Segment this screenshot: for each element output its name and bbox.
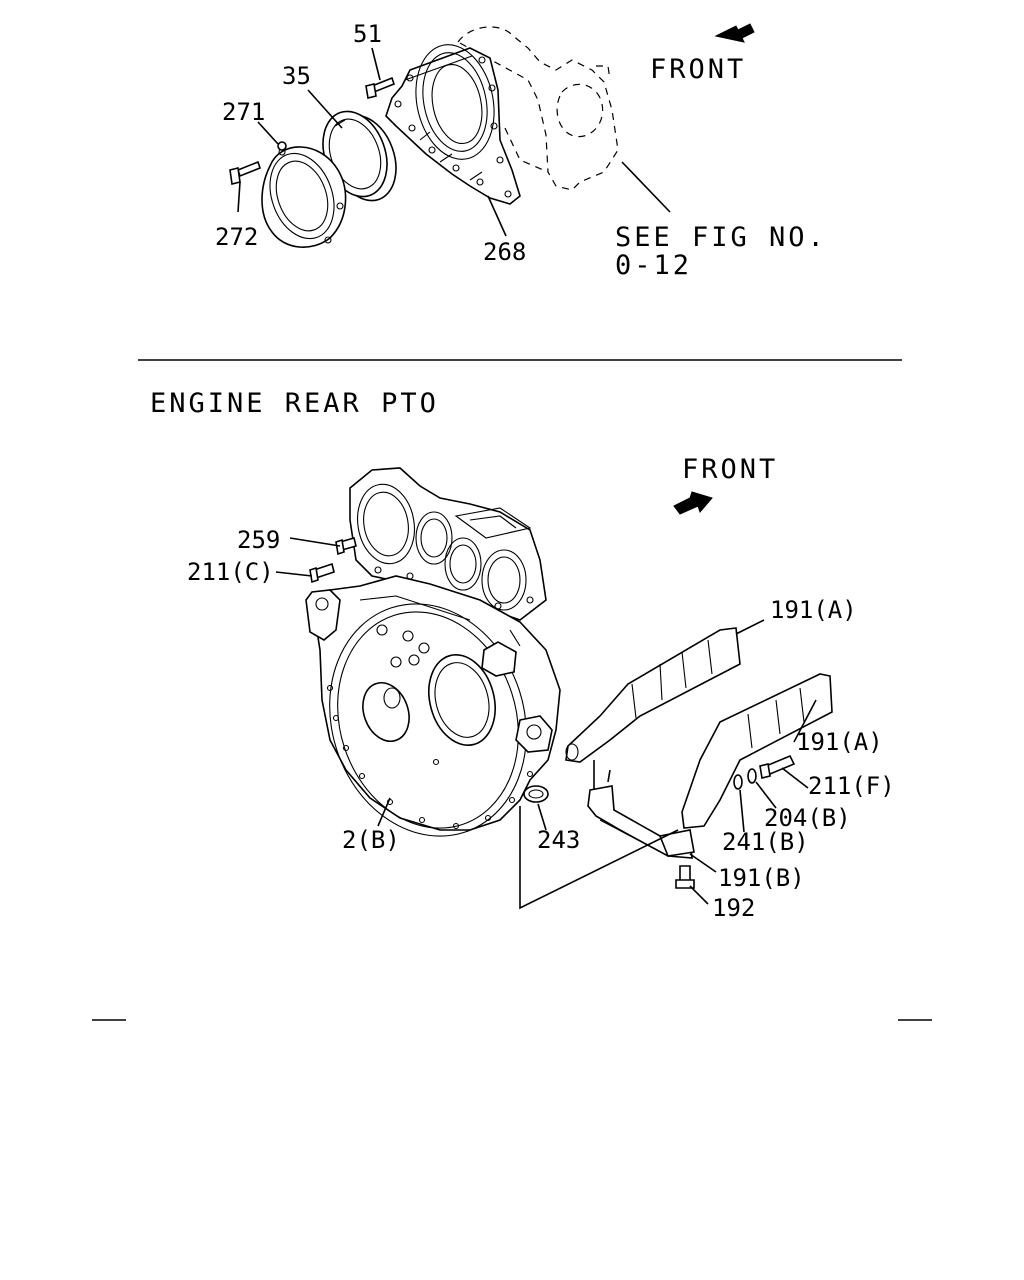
- leader-272: [237, 181, 241, 213]
- seal-243-icon: [523, 785, 549, 803]
- seal-retainer-plate: [385, 44, 521, 205]
- leader-see-fig: [621, 161, 671, 213]
- label-191a-upper: 191(A): [770, 596, 857, 624]
- label-271: 271: [222, 98, 265, 126]
- leader-191a-lower: [793, 699, 817, 743]
- label-243: 243: [537, 826, 580, 854]
- label-191a-lower: 191(A): [796, 728, 883, 756]
- washer-241b-icon: [733, 774, 743, 790]
- label-191b: 191(B): [718, 864, 805, 892]
- bolt-272-icon: [229, 160, 261, 185]
- leader-192: [689, 885, 709, 905]
- leader-241b: [739, 789, 745, 833]
- bolt-211c-icon: [309, 562, 335, 584]
- gear-housing: [349, 467, 547, 621]
- leader-35: [307, 89, 343, 129]
- alignment-lines: [519, 760, 679, 910]
- leader-271: [257, 121, 279, 145]
- flywheel-housing: [305, 575, 561, 837]
- front-label-upper: FRONT: [650, 54, 746, 85]
- label-268: 268: [483, 238, 526, 266]
- leader-204b: [755, 781, 777, 809]
- label-272: 272: [215, 223, 258, 251]
- washer-204b-icon: [747, 768, 757, 784]
- bolt-211f-icon: [759, 754, 796, 779]
- front-arrow-upper-icon: [714, 23, 755, 43]
- label-259: 259: [237, 526, 280, 554]
- pto-bracket-191a-lower: [681, 673, 833, 829]
- bolt-192-icon: [675, 865, 695, 889]
- label-241b: 241(B): [722, 828, 809, 856]
- leader-243: [537, 803, 547, 831]
- leader-2b: [377, 797, 391, 827]
- leader-211c: [275, 571, 313, 577]
- label-211f: 211(F): [808, 772, 895, 800]
- see-fig-line2: 0-12: [615, 250, 692, 281]
- front-label-lower: FRONT: [682, 454, 778, 485]
- label-192: 192: [712, 894, 755, 922]
- label-211c: 211(C): [187, 558, 274, 586]
- label-2b: 2(B): [342, 826, 400, 854]
- washer-271-icon: [277, 141, 287, 151]
- seal-retainer-ring: [261, 146, 347, 248]
- lower-illustration: FRONT 259 211(C) 191(A) 191(A) 211(F) 20…: [187, 454, 895, 922]
- see-fig-line1: SEE FIG NO.: [615, 222, 827, 253]
- gear-case-reference: [457, 26, 619, 191]
- leader-51: [371, 47, 381, 81]
- label-204b: 204(B): [764, 804, 851, 832]
- leader-259: [289, 537, 341, 547]
- base-bracket-191b: [587, 785, 695, 859]
- bolt-51-icon: [365, 76, 395, 99]
- leader-211f: [781, 767, 809, 789]
- front-arrow-lower-icon: [673, 491, 713, 515]
- leader-191a-upper: [735, 619, 765, 635]
- upper-illustration: 51 35 271 272 268 FRONT SEE FIG NO. 0-12: [215, 20, 827, 281]
- section-title: ENGINE REAR PTO: [150, 388, 439, 419]
- label-51: 51: [353, 20, 382, 48]
- bolt-259-icon: [335, 537, 357, 556]
- leader-268: [487, 195, 507, 237]
- pto-bracket-191a-upper: [565, 627, 741, 763]
- leader-191b: [689, 853, 717, 873]
- label-35: 35: [282, 62, 311, 90]
